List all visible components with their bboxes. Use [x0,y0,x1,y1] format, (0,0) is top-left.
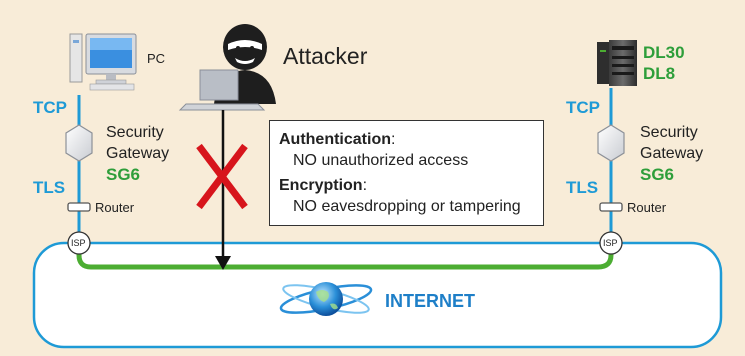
right-tcp-label: TCP [566,98,600,117]
right-router-icon [599,202,623,212]
auth-text: NO unauthorized access [293,152,469,169]
attacker-icon [178,24,276,111]
right-isp-node [599,231,623,255]
internet-cloud-box [32,241,723,349]
auth-colon: : [391,131,396,148]
attack-arrow-head [215,256,231,270]
right-tls-label: TLS [566,178,599,197]
security-callout: Authentication: NO unauthorized access E… [269,120,544,226]
right-isp-label: ISP [603,238,618,248]
attacker-label: Attacker [283,43,368,69]
blocked-cross-icon [196,143,248,210]
left-tls-label: TLS [33,178,66,197]
right-device-line2: DL8 [643,64,676,83]
enc-colon: : [362,177,368,194]
plc-device-icon [597,40,637,86]
globe-icon [279,282,373,316]
right-device-line1: DL30 [643,43,685,62]
internet-label: INTERNET [385,291,475,311]
auth-title: Authentication [279,131,391,148]
enc-text: NO eavesdropping or tampering [293,198,521,215]
left-isp-node [67,231,91,255]
left-router-label: Router [95,200,135,215]
right-router-label: Router [627,200,667,215]
right-gateway-icon [597,124,625,162]
vpn-tunnel-line [76,247,614,270]
left-isp-label: ISP [71,238,86,248]
pc-icon [69,33,137,91]
left-gateway-line1: Security [106,124,164,141]
enc-title: Encryption [279,177,363,194]
right-gateway-line2: Gateway [640,145,704,162]
left-tcp-label: TCP [33,98,67,117]
enc-heading: Encryption: [279,175,534,196]
left-router-icon [67,202,91,212]
left-gateway-model: SG6 [106,165,141,184]
left-gateway-line2: Gateway [106,145,170,162]
pc-label: PC [147,51,166,66]
auth-heading: Authentication: [279,129,534,150]
left-gateway-icon [65,124,93,162]
right-gateway-line1: Security [640,124,698,141]
right-gateway-model: SG6 [640,165,675,184]
